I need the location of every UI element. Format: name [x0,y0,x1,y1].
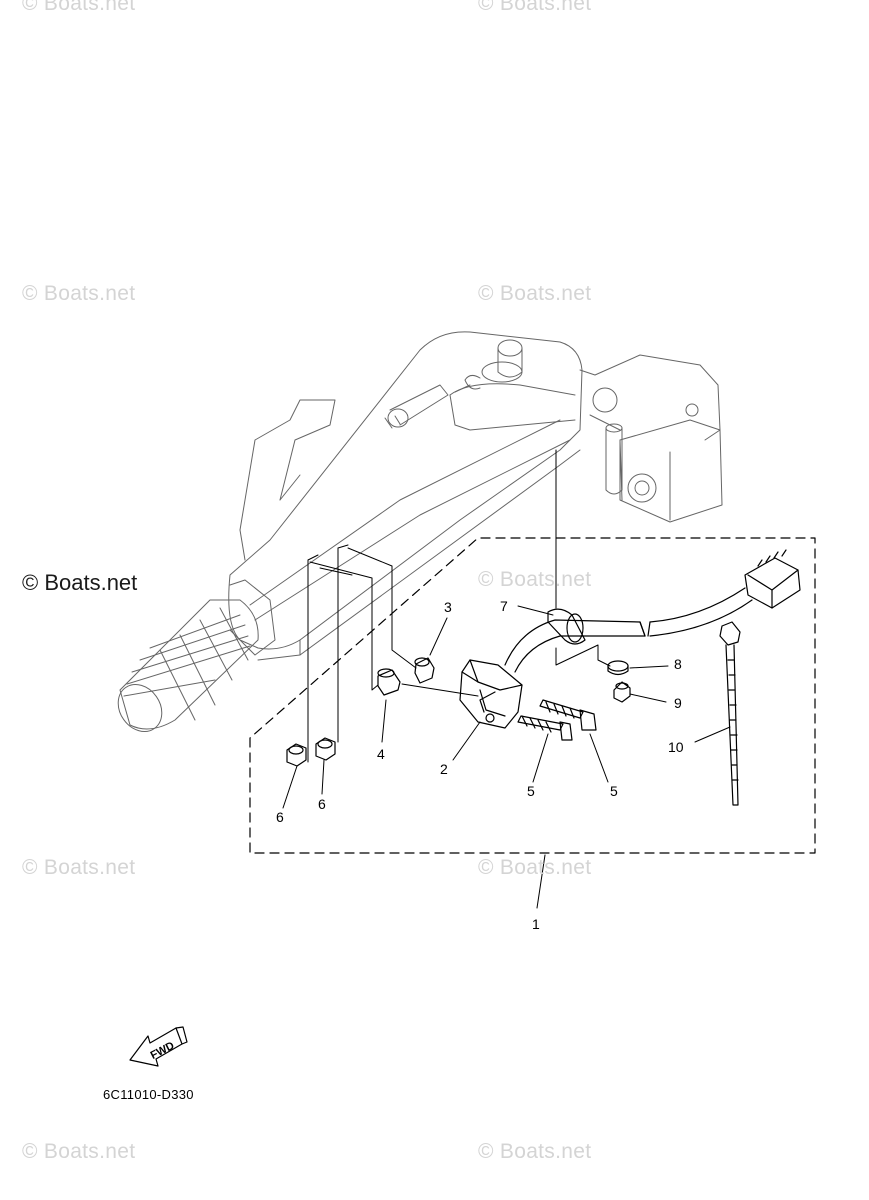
part-number-1: 1 [532,916,540,932]
leader-lines [282,449,731,909]
watermark-2: © Boats.net [478,0,592,15]
part-number-2: 2 [440,761,448,777]
bushing-3-part [414,657,435,684]
wire-harness-part [504,587,753,673]
fwd-arrow [129,1026,188,1067]
assembly-boundary [249,537,816,854]
part-number-6a: 6 [276,809,284,825]
switch-body-part [459,659,523,729]
watermark-3: © Boats.net [22,282,136,305]
bushing-4-part [377,668,401,696]
watermark-8: © Boats.net [22,1140,136,1163]
washer-8-part [607,660,629,676]
part-number-7: 7 [500,598,508,614]
tiller-handle-drawing [117,331,723,732]
screw-9-part [613,681,631,703]
nut-6b-part [315,737,336,761]
cable-tie-10-part [719,621,741,806]
connector-part [744,549,801,609]
part-number-4: 4 [377,746,385,762]
bolt-5b-part [539,699,597,731]
watermark-9: © Boats.net [478,1140,592,1163]
bolt-5a-part [517,715,573,741]
part-number-5b: 5 [610,783,618,799]
watermark-7: © Boats.net [478,856,592,879]
watermark-1: © Boats.net [22,0,136,15]
nut-6a-part [286,743,307,767]
watermark-dark: © Boats.net [22,570,138,595]
watermark-6: © Boats.net [22,856,136,879]
watermark-4: © Boats.net [478,282,592,305]
watermark-5: © Boats.net [478,568,592,591]
part-number-3: 3 [444,599,452,615]
part-number-10: 10 [668,739,684,755]
part-number-9: 9 [674,695,682,711]
part-number-5a: 5 [527,783,535,799]
fwd-label: FWD [149,1040,177,1062]
diagram-code: 6C11010-D330 [103,1087,194,1102]
part-number-6b: 6 [318,796,326,812]
part-number-8: 8 [674,656,682,672]
